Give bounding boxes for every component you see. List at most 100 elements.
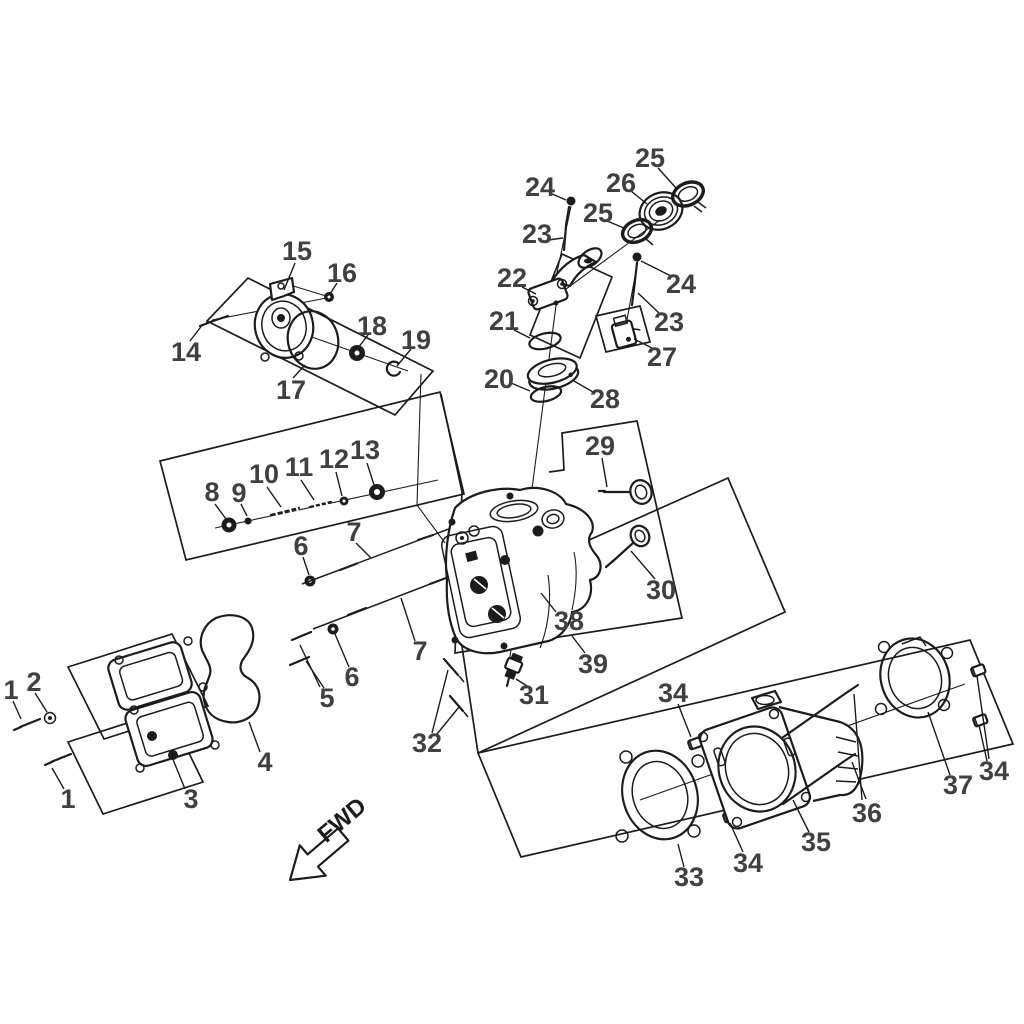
leader-26: [630, 190, 648, 205]
leader-4: [248, 721, 261, 753]
leader-34c2: [976, 675, 990, 760]
part-dowel-34c: [970, 663, 987, 678]
part-cylinder-head-38: [440, 486, 602, 655]
callout-34a: 34: [658, 678, 688, 708]
callout-1a: 1: [3, 675, 18, 705]
leader-3: [171, 756, 186, 790]
leader-21: [513, 329, 531, 339]
part-nut-6b: [327, 623, 339, 635]
part-valve-spring-10: [269, 500, 301, 522]
callout-34c: 34: [979, 756, 1009, 786]
leader-39: [571, 635, 586, 654]
callout-17: 17: [276, 375, 306, 405]
part-oring-21: [528, 331, 562, 351]
leader-18: [357, 334, 369, 349]
leader-6a: [302, 556, 310, 576]
callout-18: 18: [357, 311, 387, 341]
leader-7b: [400, 597, 416, 642]
parts-layer: [12, 180, 989, 843]
callout-7b: 7: [412, 636, 427, 666]
leader-24a: [549, 192, 567, 201]
callout-5: 5: [319, 683, 334, 713]
part-seal-18: [349, 345, 365, 361]
part-nut-24b: [632, 252, 642, 262]
part-spring-retainer-12: [339, 496, 349, 506]
leader-28: [573, 380, 594, 393]
leader-8: [214, 503, 227, 520]
leader-1a: [12, 700, 22, 720]
callout-34b: 34: [733, 848, 763, 878]
part-spring-retainer-13: [369, 484, 385, 500]
leader-25b: [606, 220, 625, 229]
part-exhaust-valve-30: [604, 524, 651, 569]
axis-line: [289, 284, 327, 297]
part-spring-seat-9: [244, 517, 252, 525]
part-oring-17: [286, 310, 340, 370]
part-bolt-36b: [781, 752, 857, 806]
leader-31: [515, 678, 528, 687]
part-cover-gasket-4: [199, 614, 261, 724]
leader-25a: [657, 167, 677, 189]
callout-24b: 24: [666, 269, 696, 299]
callout-12: 12: [319, 444, 349, 474]
callout-31: 31: [519, 680, 549, 710]
leader-27: [633, 338, 653, 349]
leader-35: [792, 799, 810, 833]
leader-37: [927, 711, 951, 776]
callout-26: 26: [606, 168, 636, 198]
callout-32: 32: [412, 728, 442, 758]
cover-nut: [147, 731, 157, 741]
part-bolt-36a: [780, 683, 860, 740]
callout-21: 21: [489, 306, 519, 336]
part-flange-bolt-1-lower: [43, 752, 73, 767]
leader-20: [510, 382, 531, 392]
part-stud-23b: [630, 261, 639, 307]
part-nut-16: [324, 292, 334, 302]
leader-34b: [729, 822, 744, 853]
callout-4: 4: [257, 747, 272, 777]
callout-39: 39: [578, 649, 608, 679]
callout-37: 37: [943, 770, 973, 800]
part-stud-23a: [562, 205, 571, 252]
callout-25a: 25: [635, 143, 665, 173]
callout-19: 19: [401, 325, 431, 355]
part-breather-cover-15: [253, 276, 315, 362]
part-base-gasket-37: [874, 636, 954, 719]
leader-38: [540, 592, 557, 613]
leader-7a: [355, 542, 372, 559]
leader-23b: [637, 292, 661, 315]
part-nut-24a: [566, 196, 576, 206]
callout-8: 8: [204, 477, 219, 507]
box-sensor: [594, 304, 652, 354]
callout-10: 10: [249, 459, 279, 489]
leader-34a: [677, 703, 692, 738]
part-dowel-34d: [972, 713, 989, 728]
callout-22: 22: [497, 263, 527, 293]
callout-2: 2: [26, 667, 41, 697]
leader-29: [601, 457, 608, 488]
leader-6b: [334, 633, 350, 668]
part-spark-plug-31: [504, 652, 524, 687]
callout-28: 28: [590, 384, 620, 414]
callout-25b: 25: [583, 198, 613, 228]
callout-11: 11: [285, 452, 314, 482]
callout-29: 29: [585, 431, 615, 461]
callout-3: 3: [183, 784, 198, 814]
leader-34c1: [978, 724, 988, 762]
part-oring-20: [529, 385, 563, 403]
callout-6a: 6: [293, 531, 308, 561]
callout-30: 30: [646, 575, 676, 605]
part-head-gasket-33: [615, 749, 705, 843]
callout-9: 9: [231, 478, 246, 508]
callout-36: 36: [852, 798, 882, 828]
part-valve-seal-8: [221, 517, 237, 533]
callout-23a: 23: [522, 219, 552, 249]
leader-15: [283, 262, 296, 291]
part-studs-32: [442, 657, 469, 718]
box-cylinder-group: [476, 639, 1015, 858]
part-valve-cover-3: [107, 636, 220, 773]
callout-27: 27: [647, 342, 677, 372]
callout-15: 15: [282, 236, 312, 266]
